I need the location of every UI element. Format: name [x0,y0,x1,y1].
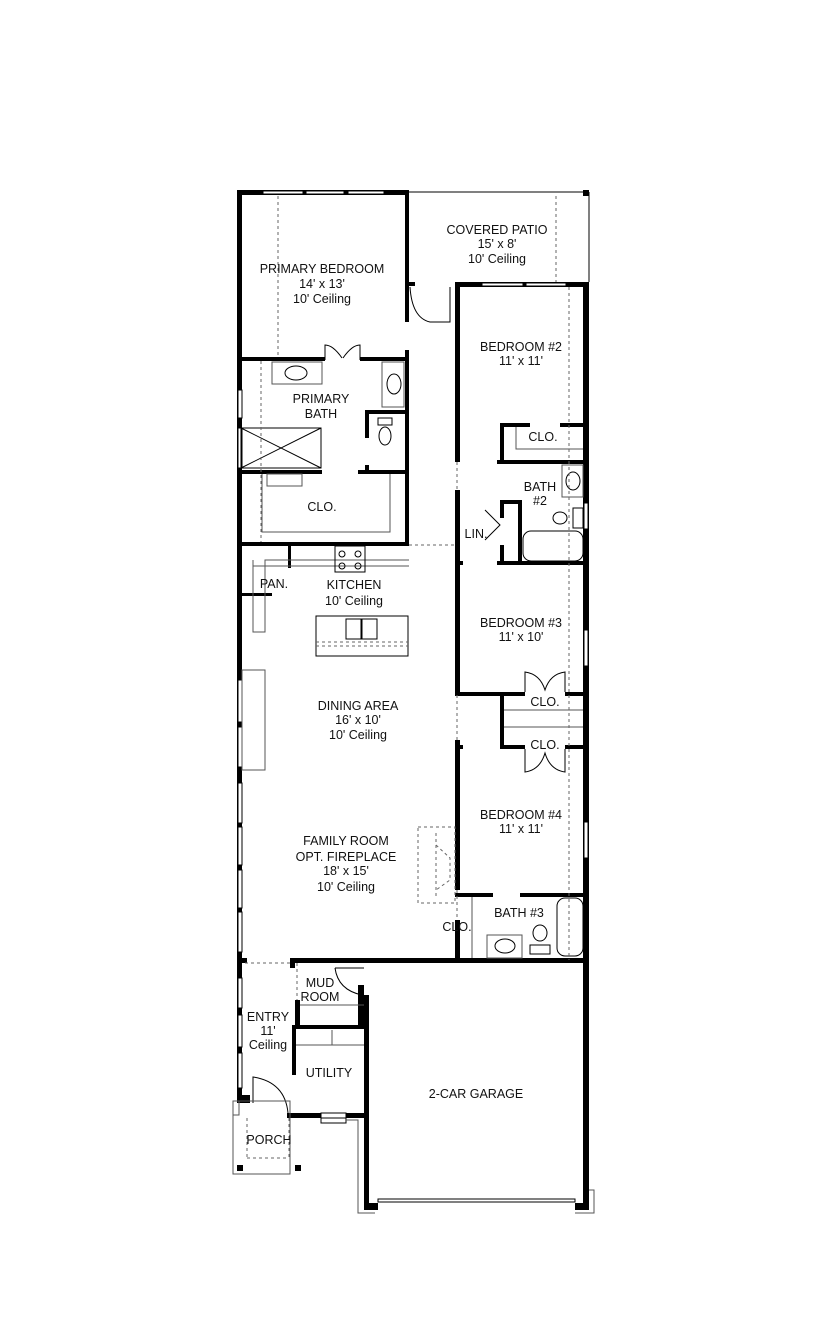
primary-closet-label: CLO. [307,500,336,514]
bedroom4-name: BEDROOM #4 [480,808,562,822]
bedroom3-name: BEDROOM #3 [480,616,562,630]
kitchen-name: KITCHEN [327,578,382,592]
covered-patio-size: 15' x 8' [478,237,517,251]
porch-label: PORCH [246,1133,291,1147]
ceiling-lines [245,196,570,1000]
entry-height: 11' [260,1024,275,1038]
bedroom2-name: BEDROOM #2 [480,340,562,354]
fixtures [232,286,595,1214]
bath2-line2: #2 [533,494,547,508]
linen-label: LIN. [465,527,488,541]
primary-bath-line2: BATH [305,407,337,421]
mud-room-line2: ROOM [301,990,340,1004]
bath3-name: BATH #3 [494,906,544,920]
kitchen-ceiling: 10' Ceiling [325,594,383,608]
dining-size: 16' x 10' [335,713,381,727]
primary-bedroom-ceiling: 10' Ceiling [293,292,351,306]
bedroom3-size: 11' x 10' [499,630,544,644]
dining-ceiling: 10' Ceiling [329,728,387,742]
bedroom3-closet-label: CLO. [530,695,559,709]
primary-bedroom-name: PRIMARY BEDROOM [260,262,385,276]
dining-name: DINING AREA [318,699,399,713]
entry-name: ENTRY [247,1010,290,1024]
entry-ceiling: Ceiling [249,1038,287,1052]
family-room-note: OPT. FIREPLACE [296,850,397,864]
bedroom4-size: 11' x 11' [499,822,543,836]
bedroom4-closet-label: CLO. [530,738,559,752]
primary-bath-line1: PRIMARY [293,392,350,406]
bedroom2-closet-label: CLO. [528,430,557,444]
family-room-ceiling: 10' Ceiling [317,880,375,894]
hall-closet-label: CLO. [442,920,471,934]
interior-walls [237,190,589,1075]
family-room-size: 18' x 15' [323,864,369,878]
utility-label: UTILITY [306,1066,353,1080]
windows [237,190,589,1124]
room-labels: PRIMARY BEDROOM 14' x 13' 10' Ceiling CO… [246,223,562,1147]
garage-label: 2-CAR GARAGE [429,1087,523,1101]
pantry-label: PAN. [260,577,288,591]
family-room-name: FAMILY ROOM [303,834,389,848]
covered-patio-ceiling: 10' Ceiling [468,252,526,266]
covered-patio-name: COVERED PATIO [447,223,548,237]
mud-room-line1: MUD [306,976,334,990]
bedroom2-size: 11' x 11' [499,354,543,368]
primary-bedroom-size: 14' x 13' [299,277,345,291]
bath2-line1: BATH [524,480,556,494]
